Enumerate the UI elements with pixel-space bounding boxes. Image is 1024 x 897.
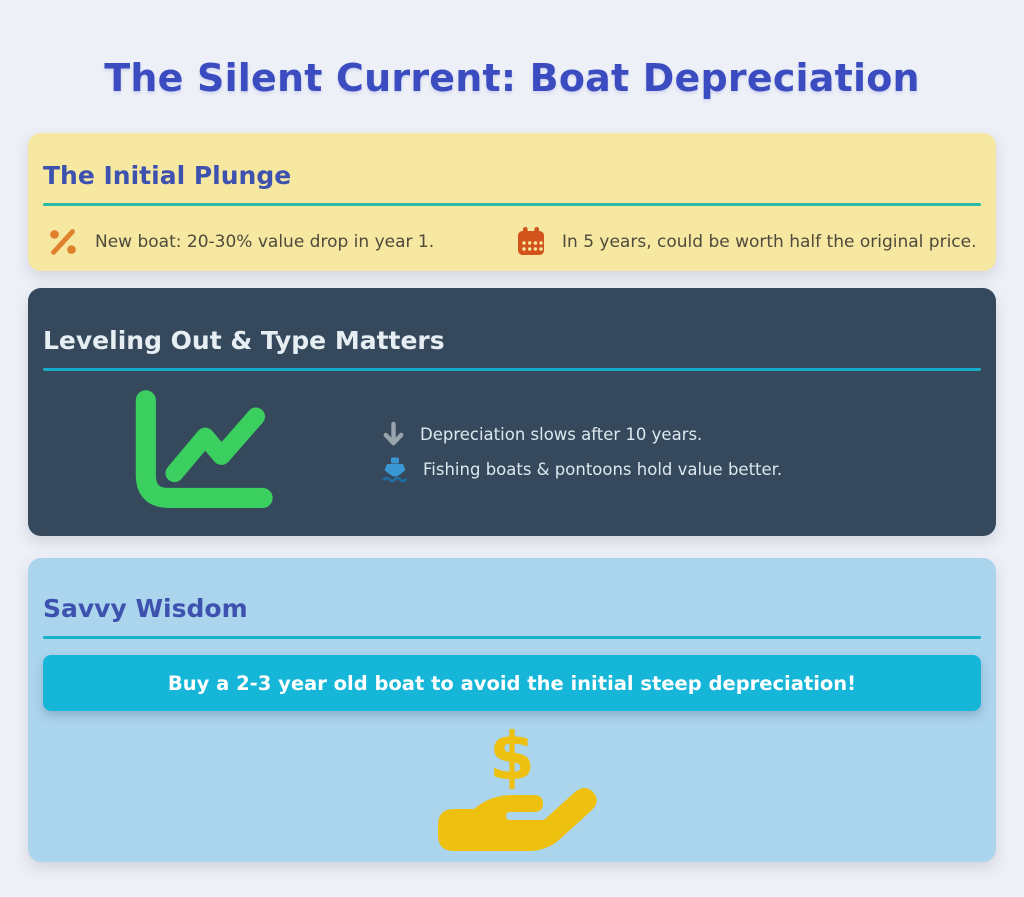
- list-item-text: Depreciation slows after 10 years.: [420, 425, 703, 444]
- divider: [43, 203, 981, 206]
- card-savvy-wisdom: Savvy Wisdom Buy a 2-3 year old boat to …: [28, 558, 996, 862]
- card-leveling-out: Leveling Out & Type Matters Depreciation…: [28, 288, 996, 536]
- list-item: Fishing boats & pontoons hold value bett…: [381, 455, 782, 483]
- infographic-body: The Initial Plunge New boat: 20-30% valu…: [28, 133, 996, 862]
- calendar-icon: [515, 225, 547, 259]
- divider: [43, 368, 981, 371]
- card-initial-plunge-title: The Initial Plunge: [43, 161, 292, 190]
- list-item: New boat: 20-30% value drop in year 1.: [43, 225, 512, 259]
- card-leveling-out-title: Leveling Out & Type Matters: [43, 326, 445, 355]
- arrow-down-icon: [381, 421, 406, 448]
- hand-holding-dollar-icon: $: [422, 715, 602, 867]
- list-item-text: New boat: 20-30% value drop in year 1.: [95, 232, 435, 252]
- list-item-text: Fishing boats & pontoons hold value bett…: [423, 459, 783, 479]
- card-savvy-wisdom-title: Savvy Wisdom: [43, 594, 248, 623]
- list-item: Depreciation slows after 10 years.: [381, 421, 782, 448]
- page-title: The Silent Current: Boat Depreciation: [104, 56, 920, 100]
- ship-icon: [381, 455, 409, 483]
- advice-banner-text: Buy a 2-3 year old boat to avoid the ini…: [167, 671, 857, 695]
- advice-banner: Buy a 2-3 year old boat to avoid the ini…: [43, 655, 981, 711]
- dollar-glyph: $: [489, 718, 535, 795]
- list-item-text: In 5 years, could be worth half the orig…: [562, 232, 977, 252]
- percent-icon: [46, 225, 80, 259]
- list-item: In 5 years, could be worth half the orig…: [512, 225, 981, 259]
- card-initial-plunge: The Initial Plunge New boat: 20-30% valu…: [28, 133, 996, 271]
- divider: [43, 636, 981, 639]
- line-chart-icon: [119, 385, 277, 519]
